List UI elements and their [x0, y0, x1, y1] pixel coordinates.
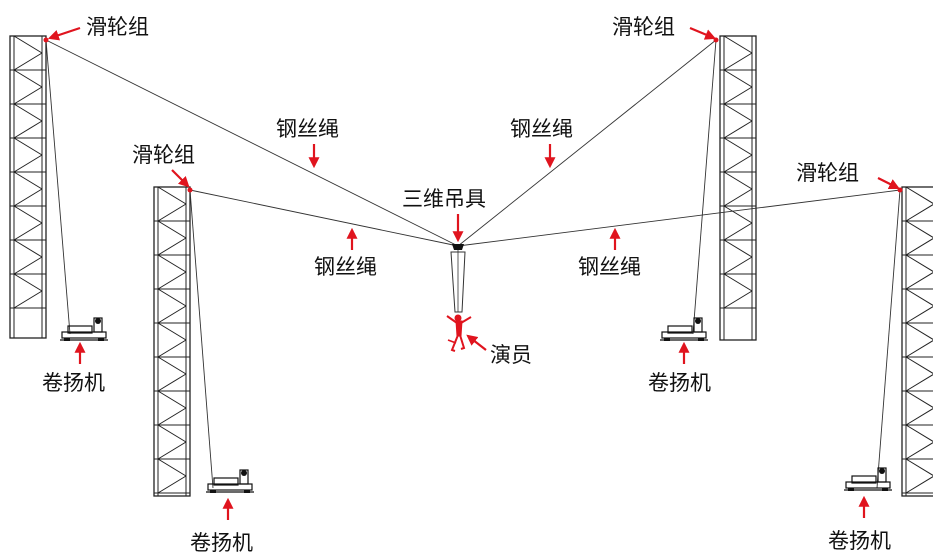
cable-winch-3: [189, 189, 214, 489]
winch-icon: [660, 317, 708, 341]
cable-top-right: [457, 39, 717, 247]
cable-top-left: [45, 39, 459, 247]
performer-icon: [446, 314, 472, 352]
pulley-icon: [897, 187, 903, 193]
label-cable: 钢丝绳: [510, 117, 573, 141]
winch-icon: [60, 317, 108, 341]
pulley-icon: [187, 187, 193, 193]
3d-rig: [450, 244, 466, 313]
label-performer: 演员: [490, 343, 532, 367]
arrow-pulley-1: [47, 26, 81, 41]
labels: 滑轮组 滑轮组 滑轮组 滑轮组 钢丝绳 钢丝绳 钢丝绳 钢丝绳 三维吊具 演员 …: [42, 15, 891, 555]
truss-tower: [901, 186, 933, 497]
label-rig: 三维吊具: [402, 187, 486, 211]
annotation-arrows: [47, 26, 900, 520]
label-pulley: 滑轮组: [796, 161, 859, 185]
arrow-pulley-2: [689, 26, 717, 40]
pulley-icon: [43, 37, 49, 43]
label-winch: 卷扬机: [828, 529, 891, 553]
cable-winch-1: [45, 39, 71, 335]
truss-tower: [719, 35, 757, 341]
arrow-pulley-4: [877, 177, 900, 189]
cables: [45, 39, 901, 489]
winch-icon: [844, 467, 892, 491]
arrow-pulley-3: [171, 169, 190, 188]
label-winch: 卷扬机: [42, 371, 105, 395]
label-winch: 卷扬机: [190, 531, 253, 555]
label-winch: 卷扬机: [648, 371, 711, 395]
label-pulley: 滑轮组: [132, 143, 195, 167]
label-cable: 钢丝绳: [578, 255, 641, 279]
label-cable: 钢丝绳: [314, 255, 377, 279]
label-pulley: 滑轮组: [86, 15, 149, 39]
truss-tower: [153, 186, 191, 497]
winch-icon: [206, 469, 254, 493]
cable-winch-4: [876, 189, 901, 489]
cable-winch-2: [692, 39, 717, 335]
cable-mid-left: [189, 189, 459, 247]
cable-mid-right: [457, 189, 901, 247]
label-cable: 钢丝绳: [276, 117, 339, 141]
truss-tower: [9, 35, 47, 339]
arrow-performer: [466, 334, 487, 351]
label-pulley: 滑轮组: [612, 15, 675, 39]
pulley-icon: [713, 37, 719, 43]
